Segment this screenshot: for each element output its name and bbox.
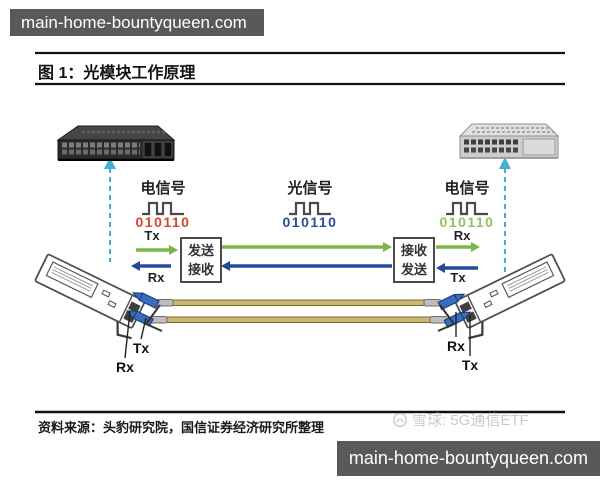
right-box-line2: 发送 — [400, 262, 427, 277]
left-fiber-rx-label: Rx — [116, 359, 134, 375]
right-device-link-dashed — [499, 157, 511, 272]
left-device-link-dashed — [104, 157, 116, 262]
right-switch-illustration — [458, 123, 560, 159]
left-arrowhead-icon — [436, 263, 445, 273]
optical-rx-arrow — [221, 261, 392, 271]
up-arrowhead-icon — [499, 157, 511, 169]
fiber-boots — [149, 299, 448, 324]
left-latch-hook — [144, 304, 163, 332]
bottom-watermark: main-home-bountyqueen.com — [337, 441, 600, 476]
left-switch-illustration — [56, 125, 176, 161]
square-wave-icon — [289, 201, 331, 216]
fiber-cable-bottom — [165, 316, 431, 323]
optical-signal-label: 光信号 — [287, 180, 333, 197]
brand-watermark: 雪球: 5G通信ETF — [392, 409, 529, 430]
right-box-line1: 接收 — [400, 243, 427, 258]
right-rx-label: Rx — [453, 228, 471, 243]
left-tx-label: Tx — [144, 228, 160, 243]
right-lc-plugs — [437, 293, 472, 329]
right-arrowhead-icon — [471, 242, 480, 252]
right-transceiver-box: 接收 发送 — [393, 237, 435, 283]
right-bits-value: 010110 — [439, 214, 495, 230]
right-tx-label: Tx — [450, 270, 466, 285]
left-lc-plugs — [126, 292, 160, 327]
source-note: 资料来源：头豹研究院，国信证券经济研究所整理 — [38, 420, 325, 435]
optical-bits-value: 010110 — [282, 214, 338, 230]
left-arrowhead-icon — [221, 261, 230, 271]
fiber-cable-top — [171, 299, 425, 306]
left-box-line1: 发送 — [187, 243, 214, 258]
right-fiber-tx-label: Tx — [461, 357, 479, 373]
square-wave-icon — [142, 201, 184, 216]
figure-title: 图 1：光模块工作原理 — [38, 65, 196, 82]
fiber-label-leaders — [124, 310, 471, 359]
square-wave-icon — [446, 201, 488, 216]
left-rx-arrow — [131, 261, 171, 271]
brand-watermark-text: 雪球: 5G通信ETF — [412, 412, 529, 429]
left-box-line2: 接收 — [187, 262, 214, 277]
right-latch-hook — [437, 304, 456, 332]
right-arrowhead-icon — [169, 245, 178, 255]
left-fiber-tx-label: Tx — [132, 340, 150, 356]
left-tx-arrow — [136, 245, 178, 255]
right-rx-arrow — [436, 242, 480, 252]
right-arrowhead-icon — [383, 242, 392, 252]
left-rx-label: Rx — [147, 270, 165, 285]
left-transceiver-box: 发送 接收 — [180, 237, 222, 283]
optical-tx-arrow — [221, 242, 392, 252]
right-fiber-rx-label: Rx — [447, 338, 465, 354]
up-arrowhead-icon — [104, 157, 116, 169]
right-electrical-signal-label: 电信号 — [444, 180, 490, 197]
left-arrowhead-icon — [131, 261, 140, 271]
left-electrical-signal-label: 电信号 — [140, 180, 186, 197]
right-tx-arrow — [436, 263, 478, 273]
top-watermark: main-home-bountyqueen.com — [10, 9, 264, 36]
left-bits-value: 010110 — [135, 214, 191, 230]
left-sfp-module-illustration — [28, 252, 150, 342]
watermark-logo-icon — [392, 412, 408, 427]
